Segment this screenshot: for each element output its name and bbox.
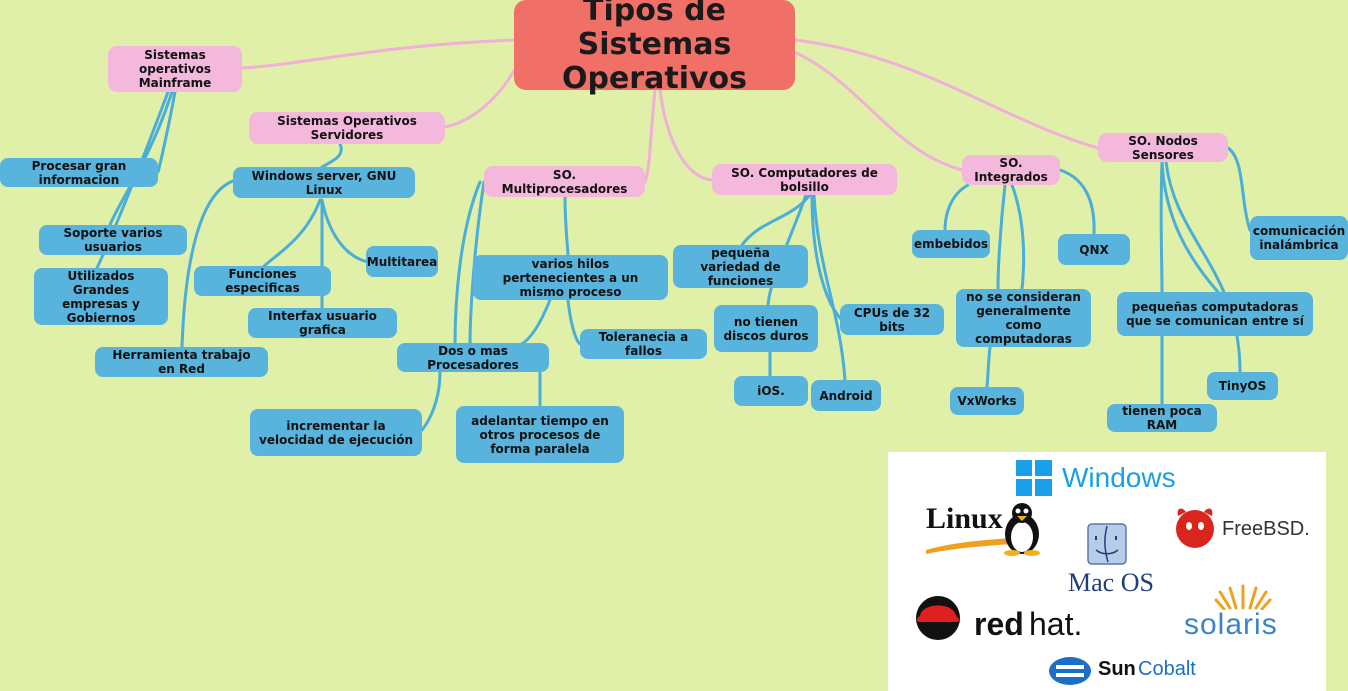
item-procesar[interactable]: Procesar gran informacion — [0, 158, 158, 187]
blue-connector — [566, 298, 582, 346]
blue-connector — [1010, 183, 1026, 291]
blue-connector — [740, 193, 812, 247]
freebsd-daemon-icon — [1176, 508, 1214, 548]
pink-connector — [658, 88, 714, 182]
item-pequenas[interactable]: pequeñas computadoras que se comunican e… — [1117, 292, 1313, 336]
linux-swoosh-icon — [926, 538, 1012, 554]
linux-logo-text: Linux — [926, 502, 1003, 535]
item-multitarea[interactable]: Multitarea — [366, 246, 438, 277]
pink-connector — [788, 48, 964, 172]
pink-connector — [793, 38, 1100, 150]
item-discos[interactable]: no tienen discos duros — [714, 305, 818, 352]
tux-penguin-icon — [1004, 503, 1040, 556]
blue-connector — [95, 90, 170, 270]
blue-connector — [1159, 160, 1164, 294]
mac-finder-icon — [1087, 523, 1127, 565]
solaris-sun-icon — [1214, 584, 1272, 610]
blue-connector — [1164, 160, 1242, 374]
pink-connector — [643, 88, 657, 184]
blue-connector — [1226, 146, 1252, 232]
category-bolsillo[interactable]: SO. Computadores de bolsillo — [712, 164, 897, 195]
category-mainframe[interactable]: Sistemas operativos Mainframe — [108, 46, 242, 92]
category-servidores[interactable]: Sistemas Operativos Servidores — [249, 112, 445, 144]
item-windows-linux[interactable]: Windows server, GNU Linux — [233, 167, 415, 198]
item-vxworks[interactable]: VxWorks — [950, 387, 1024, 415]
pink-connector — [443, 58, 522, 129]
category-multiprocesadores[interactable]: SO. Multiprocesadores — [484, 166, 645, 197]
redhat-shadowman-icon — [916, 596, 960, 640]
item-android[interactable]: Android — [811, 380, 881, 411]
blue-connector — [180, 178, 238, 349]
item-hilos[interactable]: varios hilos pertenecientes a un mismo p… — [473, 255, 668, 300]
macos-logo-text: Mac OS — [1068, 568, 1154, 597]
item-cpus[interactable]: CPUs de 32 bits — [840, 304, 944, 335]
redhat-logo-text-bold: red — [974, 606, 1024, 642]
redhat-logo-text-light: hat. — [1029, 606, 1083, 642]
blue-connector — [453, 180, 482, 347]
item-embebidos[interactable]: embebidos — [912, 230, 990, 258]
blue-connector — [985, 345, 992, 389]
item-herramienta[interactable]: Herramienta trabajo en Red — [95, 347, 268, 377]
item-tolerancia[interactable]: Toleranecia a fallos — [580, 329, 707, 359]
central-topic[interactable]: Tipos de Sistemas Operativos — [514, 0, 795, 96]
freebsd-logo-text: FreeBSD. — [1222, 518, 1310, 540]
blue-connector — [420, 370, 442, 432]
blue-connector — [156, 90, 177, 174]
item-funciones[interactable]: Funciones especificas — [194, 266, 331, 296]
item-variedad[interactable]: pequeña variedad de funciones — [673, 245, 808, 288]
pink-connector — [240, 38, 517, 70]
blue-connector — [518, 298, 552, 347]
windows-icon — [1016, 460, 1052, 496]
item-no-computadoras[interactable]: no se consideran generalmente como compu… — [956, 289, 1091, 347]
blue-connector — [563, 195, 570, 257]
item-qnx[interactable]: QNX — [1058, 234, 1130, 265]
item-adelantar[interactable]: adelantar tiempo en otros procesos de fo… — [456, 406, 624, 463]
blue-connector — [320, 142, 343, 169]
blue-connector — [943, 183, 970, 232]
item-tinyos[interactable]: TinyOS — [1207, 372, 1278, 400]
item-inalambrica[interactable]: comunicación inalámbrica — [1250, 216, 1348, 260]
item-ios[interactable]: iOS. — [734, 376, 808, 406]
item-velocidad[interactable]: incrementar la velocidad de ejecución — [250, 409, 422, 456]
blue-connector — [320, 198, 370, 264]
category-integrados[interactable]: SO. Integrados — [962, 155, 1060, 185]
blue-connector — [996, 183, 1007, 291]
item-ram[interactable]: tienen poca RAM — [1107, 404, 1217, 432]
blue-connector — [260, 198, 322, 270]
cobalt-logo-text: Cobalt — [1138, 658, 1196, 680]
blue-connector — [1160, 160, 1220, 294]
item-procesadores[interactable]: Dos o mas Procesadores — [397, 343, 549, 372]
category-sensores[interactable]: SO. Nodos Sensores — [1098, 133, 1228, 162]
sun-logo-text: Sun — [1098, 658, 1136, 680]
item-interfax[interactable]: Interfax usuario grafica — [248, 308, 397, 338]
blue-connector — [1058, 168, 1096, 236]
item-utilizados[interactable]: Utilizados Grandes empresas y Gobiernos — [34, 268, 168, 325]
sun-cobalt-icon — [1049, 657, 1091, 685]
item-soporte[interactable]: Soporte varios usuarios — [39, 225, 187, 255]
solaris-logo-text: solaris — [1184, 608, 1278, 641]
os-logos-panel: Windows Linux Mac OS FreeBSD. red hat. — [888, 452, 1326, 691]
blue-connector — [812, 193, 847, 382]
windows-logo-text: Windows — [1062, 462, 1176, 493]
